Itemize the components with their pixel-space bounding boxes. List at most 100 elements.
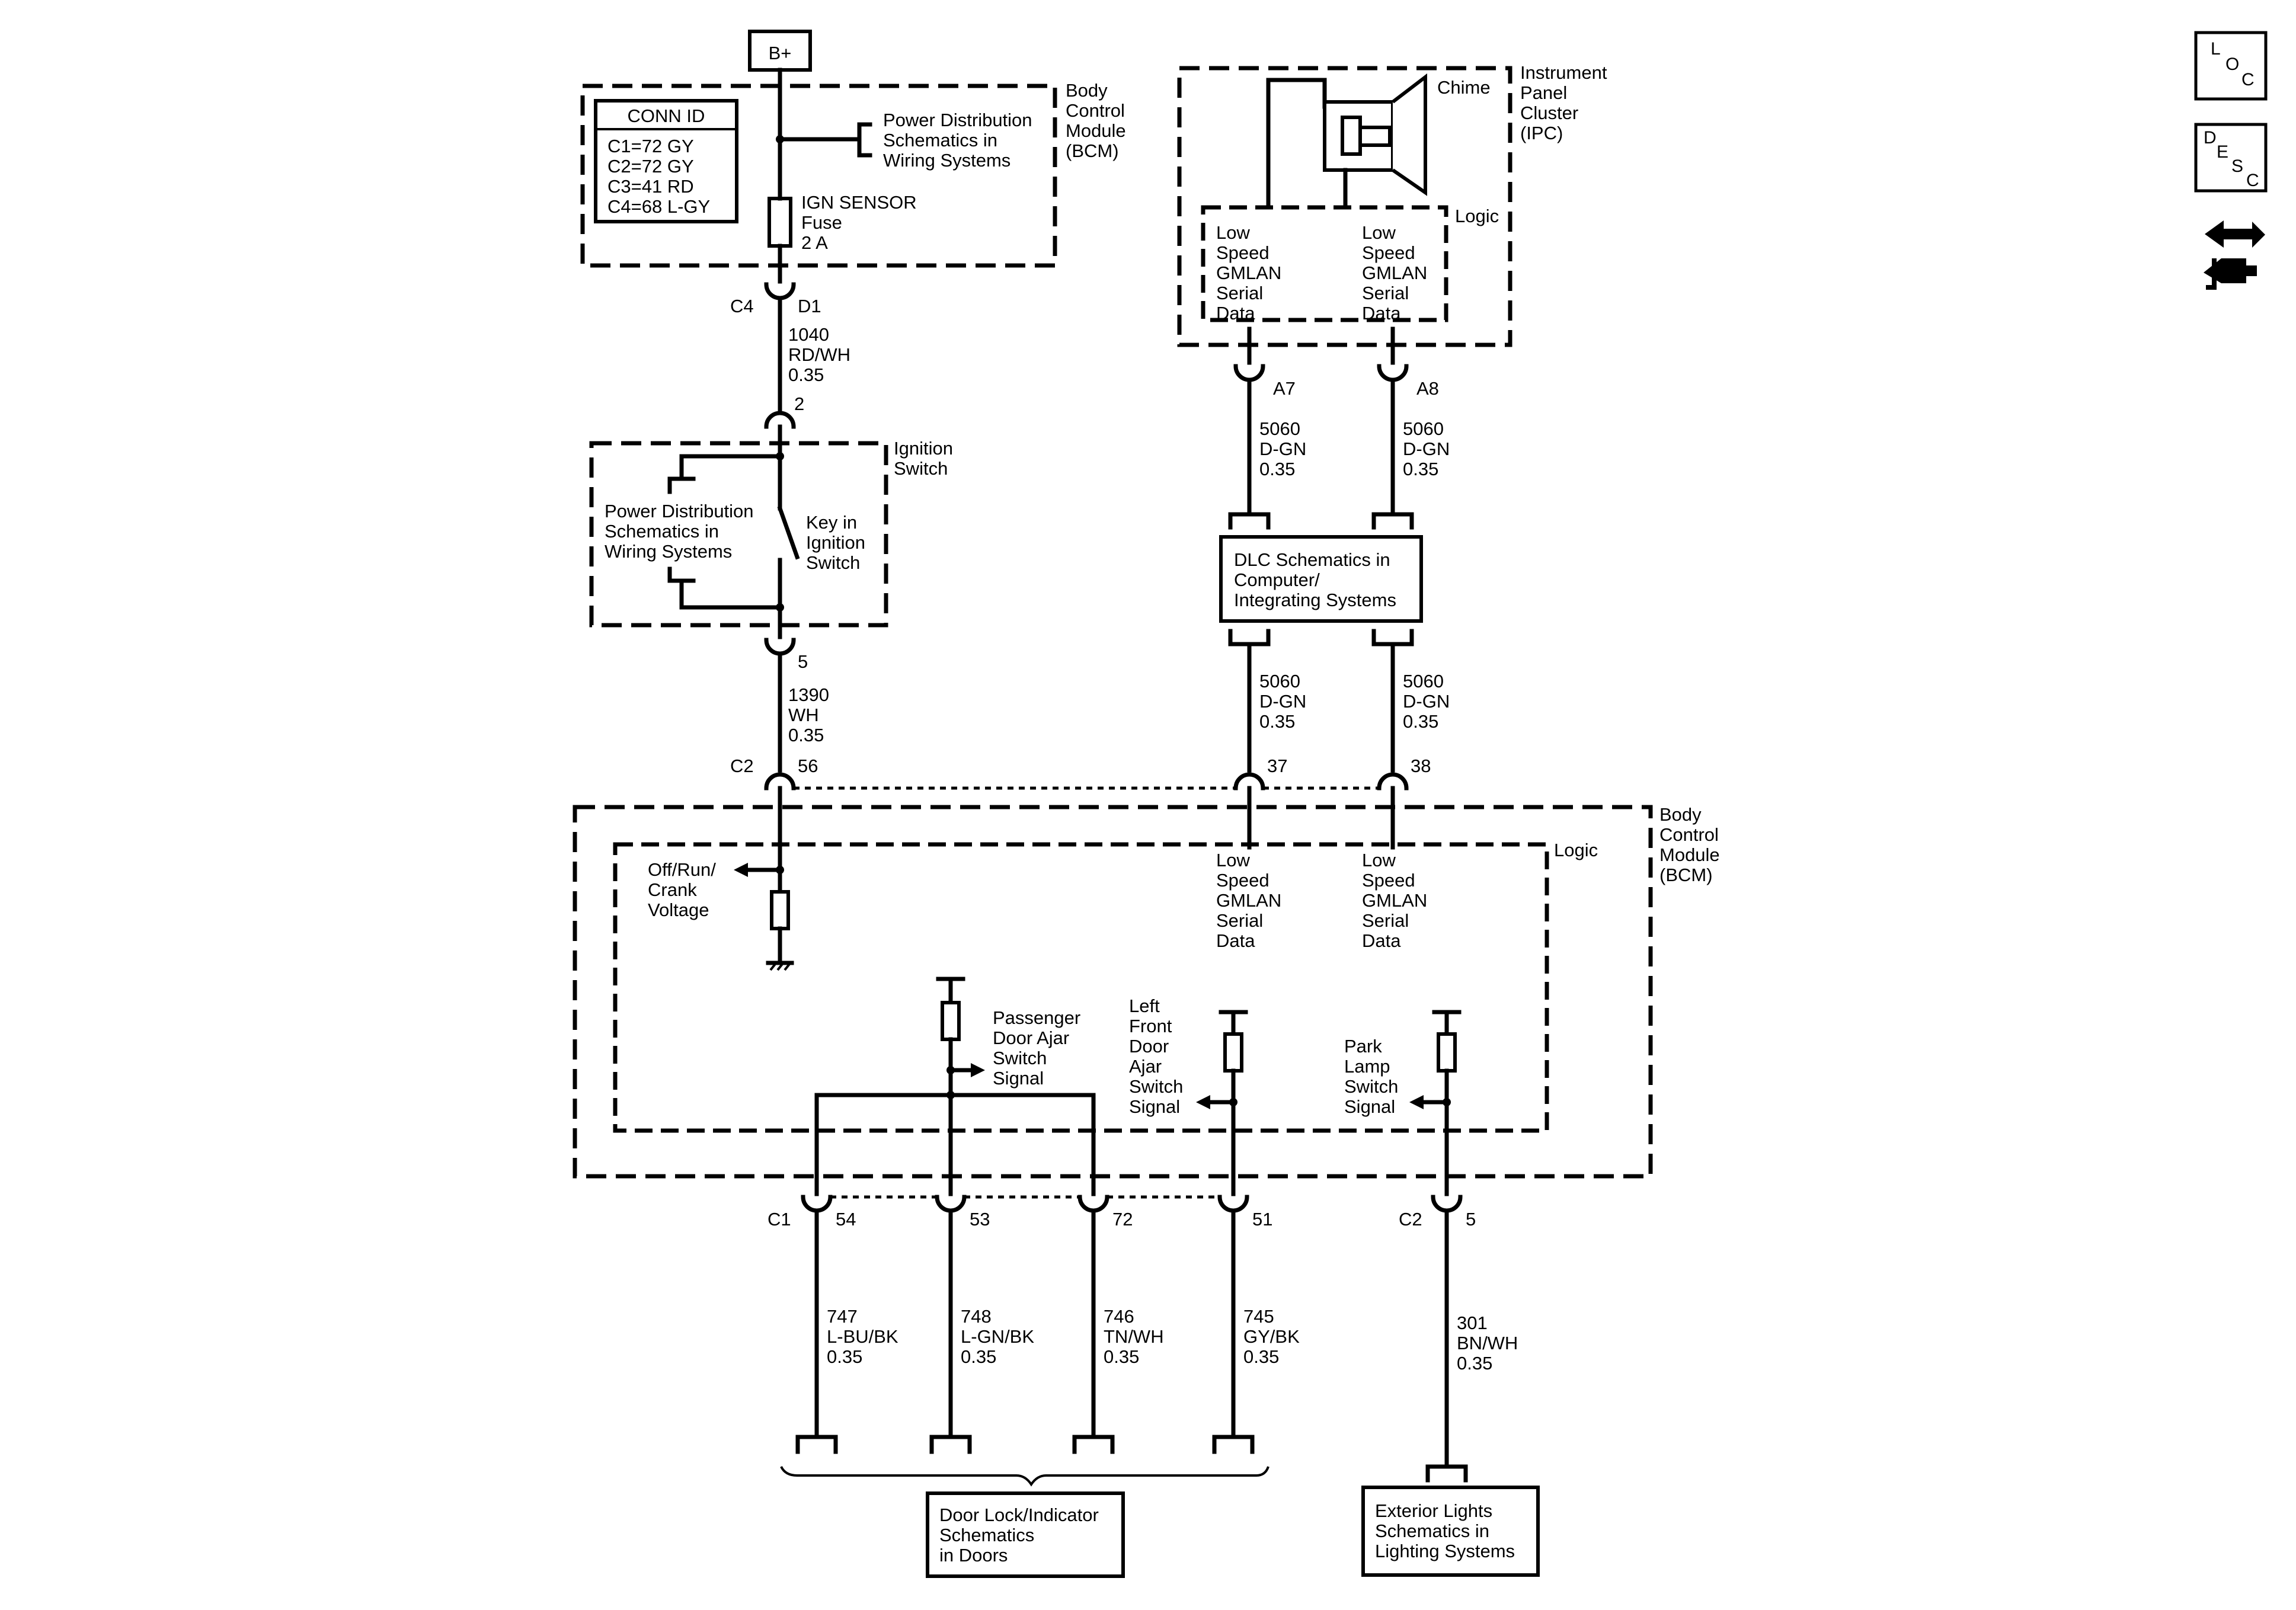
svg-text:D-GN: D-GN (1259, 438, 1306, 459)
conn-id-table: CONN ID C1=72 GY C2=72 GY C3=41 RD C4=68… (594, 99, 738, 223)
svg-text:0.35: 0.35 (1259, 459, 1295, 479)
svg-text:Speed: Speed (1216, 242, 1269, 263)
svg-text:Ignition: Ignition (894, 438, 953, 459)
loc-icon[interactable]: L O C (2194, 31, 2268, 101)
svg-text:Switch: Switch (894, 458, 948, 479)
svg-text:54: 54 (836, 1209, 856, 1230)
bcm-top-label: Body Control Module (BCM) (1066, 80, 1126, 161)
svg-text:Serial: Serial (1362, 910, 1409, 931)
svg-text:Ignition: Ignition (806, 532, 865, 553)
svg-text:5060: 5060 (1259, 671, 1300, 692)
connector-c2-top-row: C2 56 37 38 (730, 756, 1431, 790)
svg-text:RD/WH: RD/WH (788, 344, 850, 365)
svg-text:C1=72 GY: C1=72 GY (607, 136, 694, 156)
svg-text:GMLAN: GMLAN (1216, 890, 1281, 911)
svg-text:Low: Low (1216, 850, 1250, 870)
svg-text:Fuse: Fuse (801, 212, 842, 233)
svg-text:(BCM): (BCM) (1659, 865, 1713, 885)
ipc-data-right-label: Low Speed GMLAN Serial Data (1362, 222, 1427, 324)
svg-text:Speed: Speed (1362, 242, 1415, 263)
svg-text:DLC Schematics in: DLC Schematics in (1234, 549, 1390, 570)
svg-text:746: 746 (1104, 1306, 1134, 1327)
svg-text:Low: Low (1362, 222, 1396, 243)
svg-text:Signal: Signal (993, 1068, 1044, 1089)
svg-text:Control: Control (1066, 100, 1125, 121)
svg-text:745: 745 (1243, 1306, 1274, 1327)
svg-text:Body: Body (1659, 804, 1702, 825)
svg-text:Serial: Serial (1216, 283, 1263, 303)
svg-text:Data: Data (1216, 930, 1255, 951)
svg-text:Off/Run/: Off/Run/ (648, 859, 716, 880)
svg-text:D-GN: D-GN (1403, 691, 1450, 712)
connector-c4-d1: C4 D1 (730, 282, 821, 414)
b-plus-label: B+ (769, 43, 792, 63)
svg-text:0.35: 0.35 (1104, 1346, 1139, 1367)
svg-text:0.35: 0.35 (827, 1346, 862, 1367)
svg-text:38: 38 (1411, 756, 1431, 776)
svg-text:0.35: 0.35 (788, 725, 824, 745)
ign-sensor-fuse: IGN SENSOR Fuse 2 A (768, 192, 917, 253)
svg-text:Schematics in: Schematics in (883, 130, 997, 151)
desc-icon[interactable]: D E S C (2194, 123, 2268, 193)
svg-text:Data: Data (1216, 303, 1255, 324)
svg-text:Instrument: Instrument (1520, 62, 1607, 83)
svg-text:C: C (2241, 70, 2255, 89)
svg-text:5: 5 (798, 651, 808, 672)
svg-text:Computer/: Computer/ (1234, 569, 1320, 590)
svg-text:L-BU/BK: L-BU/BK (827, 1326, 898, 1347)
svg-text:Signal: Signal (1129, 1096, 1180, 1117)
svg-text:0.35: 0.35 (1259, 711, 1295, 732)
connector-c2-bottom: C2 5 (1399, 1195, 1476, 1230)
connector-swap-icon[interactable] (2204, 220, 2265, 290)
svg-text:L-GN/BK: L-GN/BK (961, 1326, 1034, 1347)
svg-text:Speed: Speed (1216, 870, 1269, 891)
wire-745-label: 745 GY/BK 0.35 (1243, 1306, 1300, 1367)
svg-text:C4=68 L-GY: C4=68 L-GY (607, 196, 710, 217)
wire-1040-label: 1040 RD/WH 0.35 (788, 324, 850, 385)
svg-text:301: 301 (1457, 1313, 1488, 1333)
svg-text:0.35: 0.35 (961, 1346, 996, 1367)
wire-748-label: 748 L-GN/BK 0.35 (961, 1306, 1034, 1367)
svg-text:Module: Module (1066, 120, 1126, 141)
svg-text:Schematics in: Schematics in (605, 521, 719, 542)
svg-text:0.35: 0.35 (1457, 1353, 1492, 1374)
svg-text:GMLAN: GMLAN (1216, 263, 1281, 283)
svg-text:Park: Park (1344, 1036, 1382, 1057)
ignition-pin-2: 2 (794, 393, 804, 414)
bcm-top-module: Body Control Module (BCM) CONN ID C1=72 … (580, 80, 1126, 268)
svg-text:53: 53 (970, 1209, 990, 1230)
svg-text:Lamp: Lamp (1344, 1056, 1390, 1077)
left-front-door-ajar-input: Left Front Door Ajar Switch Signal (1129, 996, 1248, 1196)
svg-text:D-GN: D-GN (1259, 691, 1306, 712)
bcm-data-left-label: Low Speed GMLAN Serial Data (1216, 850, 1281, 951)
svg-text:37: 37 (1267, 756, 1287, 776)
svg-text:Body: Body (1066, 80, 1108, 101)
connector-c1-row: C1 54 53 72 51 (768, 1195, 1272, 1230)
svg-text:Low: Low (1216, 222, 1250, 243)
svg-text:Logic: Logic (1455, 206, 1499, 226)
svg-text:GMLAN: GMLAN (1362, 263, 1427, 283)
svg-text:Power Distribution: Power Distribution (883, 110, 1032, 130)
bcm-data-right-label: Low Speed GMLAN Serial Data (1362, 850, 1427, 951)
svg-text:Power Distribution: Power Distribution (605, 501, 754, 521)
svg-text:747: 747 (827, 1306, 858, 1327)
svg-text:IGN SENSOR: IGN SENSOR (801, 192, 917, 213)
svg-text:Key in: Key in (806, 512, 857, 533)
wire-747-label: 747 L-BU/BK 0.35 (827, 1306, 898, 1367)
svg-text:5060: 5060 (1403, 418, 1444, 439)
svg-text:Wiring Systems: Wiring Systems (605, 541, 732, 562)
svg-text:L: L (2211, 39, 2221, 59)
dlc-reference: DLC Schematics in Computer/ Integrating … (1219, 512, 1423, 773)
svg-text:Serial: Serial (1362, 283, 1409, 303)
svg-text:5060: 5060 (1259, 418, 1300, 439)
svg-text:Left: Left (1129, 996, 1160, 1016)
svg-text:Wiring Systems: Wiring Systems (883, 150, 1011, 171)
svg-text:Chime: Chime (1437, 77, 1491, 98)
svg-text:Logic: Logic (1554, 840, 1598, 860)
svg-text:BN/WH: BN/WH (1457, 1333, 1518, 1353)
svg-text:D-GN: D-GN (1403, 438, 1450, 459)
svg-text:A8: A8 (1416, 378, 1439, 399)
svg-text:Schematics in: Schematics in (1375, 1521, 1489, 1541)
wire-746-label: 746 TN/WH 0.35 (1104, 1306, 1164, 1367)
